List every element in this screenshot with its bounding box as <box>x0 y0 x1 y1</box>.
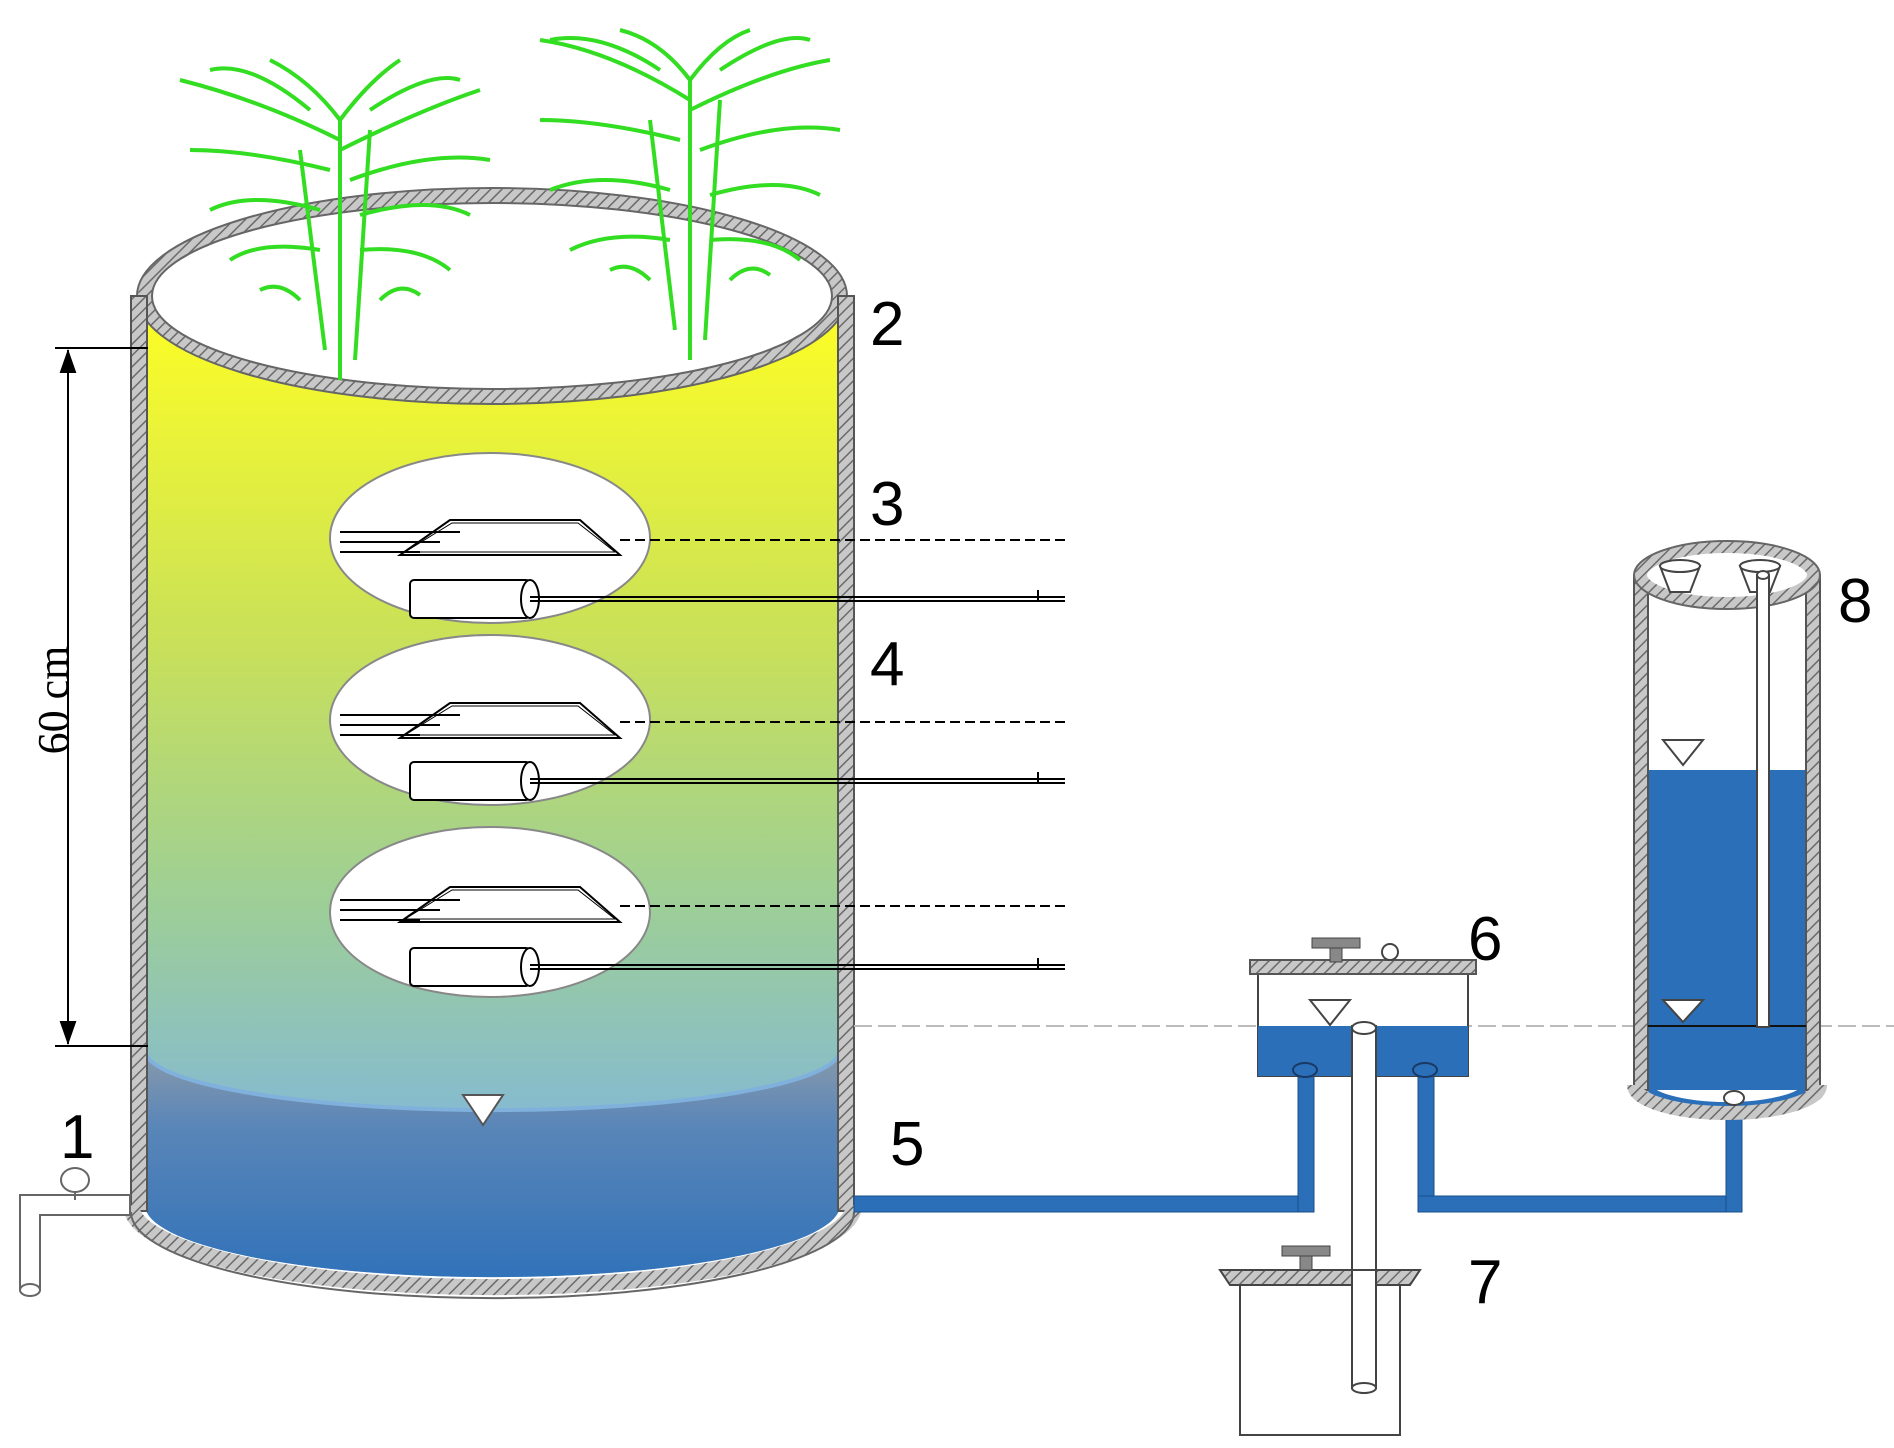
height-dimension <box>55 347 148 1047</box>
label-mariotte-bottle: 8 <box>1838 567 1872 636</box>
sensor-probe-icon <box>409 579 1065 619</box>
sensor-plate-icon <box>340 702 1065 739</box>
water-level-triangle-icon <box>1660 999 1706 1024</box>
overflow-container <box>1218 1245 1422 1436</box>
label-sensor-set-middle: 4 <box>870 630 904 699</box>
label-connecting-pipe: 5 <box>890 1110 924 1179</box>
sensor-set-2 <box>329 634 1065 806</box>
label-overflow-container: 7 <box>1468 1248 1502 1317</box>
mariotte-bottle <box>1627 540 1827 1120</box>
label-valve: 1 <box>60 1103 94 1172</box>
connecting-pipe <box>853 1074 1743 1213</box>
sensor-probe-icon <box>409 947 1065 987</box>
drain-valve <box>19 1167 131 1297</box>
sensor-plate-icon <box>340 519 1065 556</box>
sensor-set-3 <box>329 826 1065 998</box>
sensor-plate-icon <box>340 886 1065 923</box>
label-soil-column: 2 <box>870 290 904 359</box>
water-level-triangle-icon <box>461 1094 505 1127</box>
water-level-triangle-icon <box>1307 999 1353 1027</box>
water-level-triangle-icon <box>1660 739 1706 767</box>
water-level-controller <box>1249 937 1477 1387</box>
plant-icon <box>179 28 841 380</box>
sensor-set-1 <box>329 452 1065 624</box>
height-label: 60 cm <box>29 646 78 755</box>
label-sensor-set-upper: 3 <box>870 470 904 539</box>
sensor-probe-icon <box>409 761 1065 801</box>
label-water-level-controller: 6 <box>1468 905 1502 974</box>
